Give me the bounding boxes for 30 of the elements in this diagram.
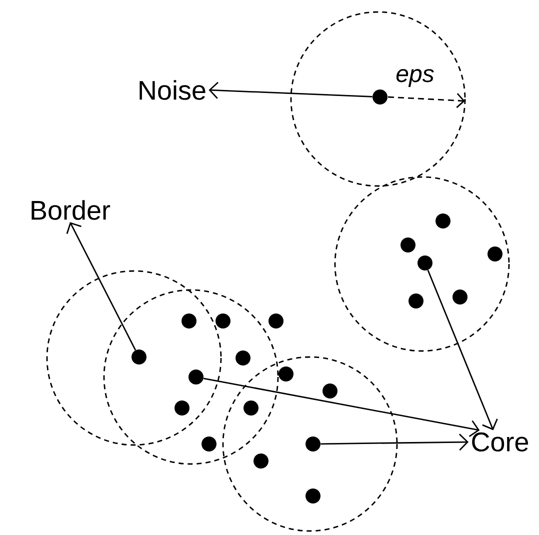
data-point [372, 90, 388, 104]
data-point [488, 246, 502, 262]
arrow [66, 222, 136, 350]
data-point [174, 400, 190, 416]
point-label: Core [472, 432, 528, 452]
arrow [203, 378, 480, 438]
data-point [306, 436, 320, 452]
data-point [436, 214, 450, 228]
data-point [268, 314, 284, 328]
data-point [202, 436, 216, 452]
data-point [254, 454, 268, 468]
data-point [188, 370, 204, 384]
data-point [216, 314, 230, 328]
data-point [278, 366, 294, 382]
data-point [306, 488, 320, 504]
arrow [320, 434, 469, 451]
data-point [452, 290, 468, 304]
point-label: Noise [140, 80, 206, 100]
data-point [418, 256, 432, 270]
data-point [132, 350, 146, 364]
data-point [236, 350, 250, 366]
point-label: Border [32, 200, 110, 220]
data-point [182, 314, 196, 328]
arrow [208, 82, 372, 99]
arrow [427, 270, 498, 430]
data-point [322, 384, 338, 398]
data-point [408, 294, 424, 308]
data-point [400, 238, 416, 252]
dimension-label: eps [396, 69, 434, 87]
data-point [244, 400, 258, 416]
